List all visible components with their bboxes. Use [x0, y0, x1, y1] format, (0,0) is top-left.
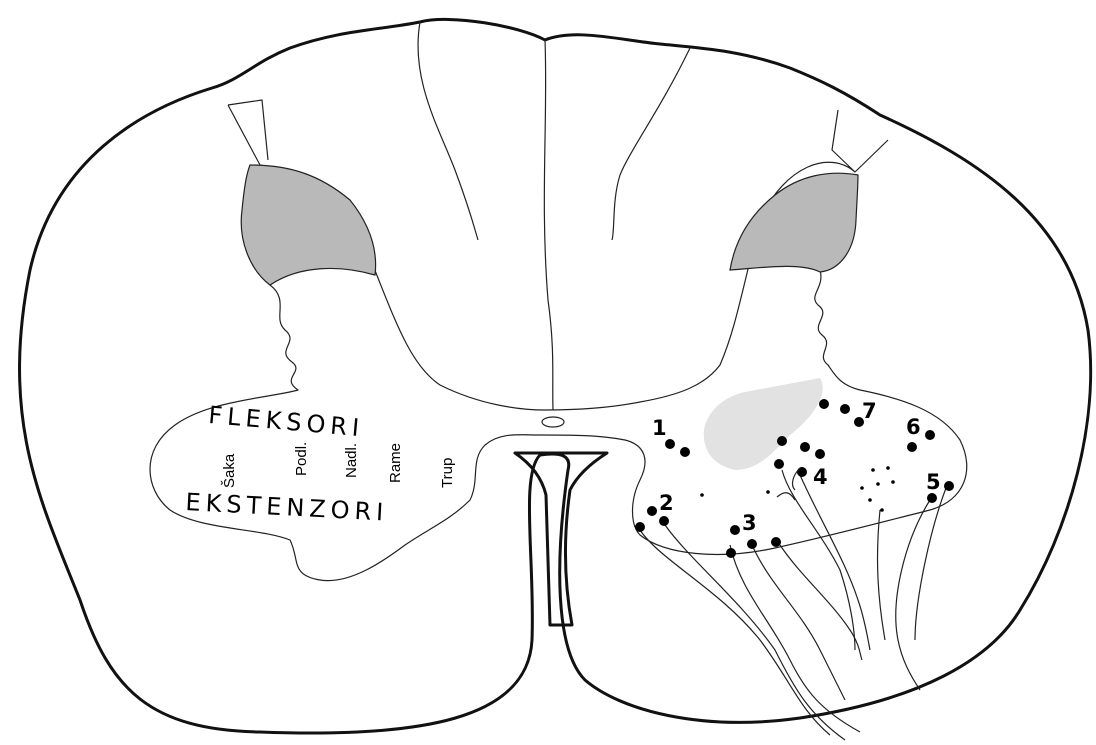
nucleus-number-5: 5	[926, 470, 941, 494]
axon	[665, 525, 845, 740]
neuron-dot	[647, 506, 657, 516]
neuron-dot	[925, 430, 935, 440]
axon	[878, 510, 885, 640]
axon	[800, 475, 870, 650]
central-canal	[542, 417, 564, 427]
left-substantia-gelatinosa	[241, 165, 375, 285]
neuron-dot	[680, 447, 690, 457]
neuron-dot	[797, 467, 807, 477]
neuron-dot	[726, 548, 736, 558]
segment-label-forearm: Podl.	[293, 442, 310, 476]
neuron-dot	[840, 404, 850, 414]
nucleus-number-6: 6	[906, 415, 921, 439]
motor-axons	[640, 470, 946, 740]
segment-label-shoulder: Rame	[387, 443, 404, 483]
neuron-dot	[815, 449, 825, 459]
right-substantia-gelatinosa	[730, 173, 858, 272]
nucleus-number-1: 1	[652, 416, 667, 440]
neuron-dot	[771, 537, 781, 547]
neuron-dot	[927, 493, 937, 503]
nucleus-number-3: 3	[742, 511, 757, 535]
right-dorsal-septum	[612, 48, 690, 240]
neuron-dot	[659, 516, 669, 526]
segment-label-trunk: Trup	[439, 458, 456, 488]
dorsal-median-septum	[544, 40, 553, 410]
flexors-label: FLEKSORI	[207, 401, 365, 442]
neuron-dot	[907, 442, 917, 452]
highlighted-region	[704, 378, 823, 470]
axon	[915, 488, 946, 640]
neuron-dot	[747, 539, 757, 549]
neuron-dot	[944, 481, 954, 491]
neuron-dot	[777, 436, 787, 446]
neuron-dot	[730, 525, 740, 535]
axon	[896, 500, 930, 690]
nucleus-4-bracket	[777, 468, 800, 500]
neuron-dot	[635, 522, 645, 532]
neuron-dot	[819, 399, 829, 409]
neuron-dot	[800, 442, 810, 452]
left-dorsal-septum	[418, 22, 478, 240]
neuron-dot	[665, 439, 675, 449]
neuron-dot	[774, 459, 784, 469]
segment-label-hand: Šaka	[221, 453, 238, 488]
segment-label-upper-arm: Nadl.	[343, 443, 360, 478]
nucleus-number-7: 7	[862, 399, 877, 423]
extensors-label: EKSTENZORI	[185, 488, 389, 527]
nucleus-number-4: 4	[813, 465, 828, 489]
nucleus-number-2: 2	[659, 491, 674, 515]
